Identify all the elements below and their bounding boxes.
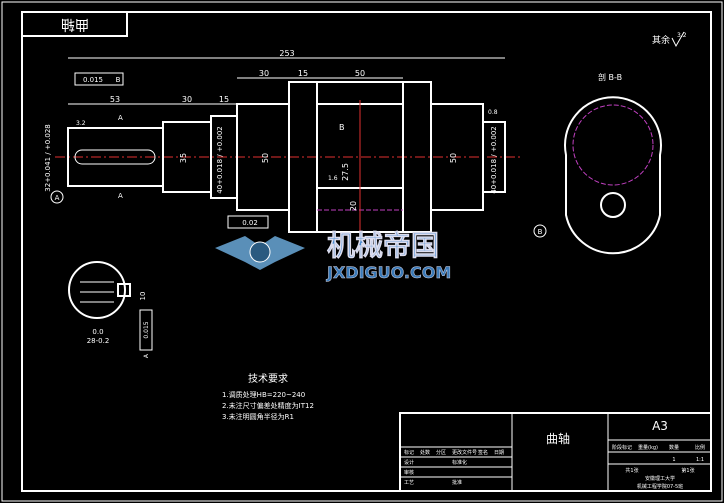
datum-a-circle [50,190,64,204]
section-a-gdt-datum: A [143,353,150,358]
tol-end: 32+0.041 / +0.028 [44,124,52,192]
dim-15-a: 15 [298,69,308,78]
row-label: 签名 [478,449,488,456]
school-name: 安徽理工大学 [645,475,675,482]
dim-27-5: 27.5 [341,163,350,181]
drawing-code-text: 曲轴 [61,16,89,32]
roughness-mid: 1.6 [328,175,338,182]
tol-left: 40+0.018 / +0.002 [216,126,224,194]
gdt-frame-1-value: 0.015 [83,76,103,84]
title-block: 曲轴 A3 阶段标记 重量(kg) 数量 比例 1 1:1 共1张 第1张 安徽… [399,412,712,492]
gdt-frame-2-value: 0.02 [242,219,258,227]
requirement-item: 1.调质处理HB=220~240 [222,390,305,399]
section-b-outline [564,96,662,255]
dim-20: 20 [349,201,358,211]
sheet-info: 共1张 [625,467,638,474]
col-header: 重量(kg) [638,444,658,451]
row-label: 标记 [404,449,414,456]
row-label: 分区 [436,449,446,456]
col-header: 比例 [695,444,705,451]
dim-53: 53 [110,95,120,104]
gdt-frame-top: 0.015 B [74,72,124,86]
crank-web-left [288,81,318,233]
roughness-small: 3.2 [76,120,86,127]
technical-requirements: 技术要求 1.调质处理HB=220~240 2.未注尺寸偏差处精度为IT12 3… [222,372,314,421]
row-label: 日期 [494,450,504,456]
drawing-code-box [21,11,128,37]
dim-50-shaft-left: 50 [261,153,270,163]
gdt-frame-2-box [227,215,269,229]
scale-value: 1:1 [696,457,704,463]
row-label: 更改文件号 [452,449,477,456]
gdt-frame-1-datum: B [116,76,121,84]
gear-logo-icon [249,241,271,263]
col-header: 数量 [669,444,679,451]
class-info: 机械工程学院07-5班 [637,483,683,490]
section-a-gdt-box [139,309,153,351]
tol-right: 40+0.018 / +0.002 [490,126,498,194]
dim-overall-length: 253 [279,49,294,58]
section-marker-b: B [339,123,345,132]
roughness-note-value: 3.2 [677,32,687,39]
standard-label: 标准化 [452,459,467,466]
keyway-slot [74,149,156,165]
approve-label: 批准 [452,479,462,486]
shaft-step-right [482,121,506,193]
dimensions: 253 30 15 50 53 30 15 50 50 20 27.5 35 4… [44,49,505,211]
roughness-symbol [671,31,685,48]
qty-value: 1 [672,457,675,463]
roughness-note-label: 其余 [652,34,670,46]
dim-35: 35 [179,153,188,163]
craft-label: 工艺 [404,480,414,486]
section-a-gdt-value: 0.015 [143,321,150,338]
section-a-circle [68,261,126,319]
watermark-cn-text: 机械帝国 [327,229,439,262]
dim-50-a: 50 [355,69,365,78]
section-a-dim-1: 0.0 [92,328,103,336]
checker-label: 审核 [404,469,414,476]
gdt-frame-bottom: 0.02 [227,215,269,229]
crankshaft-front-view [55,81,520,240]
section-marker-a-top: A [118,114,123,122]
sheet-num: 第1张 [681,467,694,474]
section-a-dim-3: 10 [139,292,147,301]
section-b-b-view: 剖 B-B [564,72,662,255]
requirement-item: 2.未注尺寸偏差处精度为IT12 [222,401,314,410]
gdt-frame-1-box [74,72,124,86]
sheet-size: A3 [652,419,668,433]
section-a-view: 0.0 28-0.2 10 0.015 A [68,261,153,358]
dim-50-shaft-right: 50 [449,153,458,163]
section-b-hidden-circle [572,104,654,186]
requirement-item: 3.未注明圆角半径为R1 [222,412,294,421]
datum-a-label: A [55,194,60,202]
watermark-en-text: JXDIGUO.COM [326,263,451,282]
dim-30-a: 30 [259,69,269,78]
datum-b-circle [533,224,547,238]
sheet-inner-border [21,11,712,492]
roughness-right: 0.8 [488,109,498,116]
section-marker-a-bottom: A [118,192,123,200]
section-view-label: 剖 B-B [598,72,622,82]
designer-label: 设计 [404,459,414,466]
section-a-keyway [117,283,131,297]
row-label: 处数 [420,449,430,456]
col-header: 阶段标记 [612,444,632,451]
dim-30-b: 30 [182,95,192,104]
watermark-logo: 机械帝国 JXDIGUO.COM [215,229,452,282]
section-a-dim-2: 28-0.2 [87,337,110,345]
datum-b-label: B [538,228,543,236]
part-name: 曲轴 [546,431,570,446]
dim-15-b: 15 [219,95,229,104]
requirements-title: 技术要求 [248,372,288,385]
section-b-bore [600,192,626,218]
